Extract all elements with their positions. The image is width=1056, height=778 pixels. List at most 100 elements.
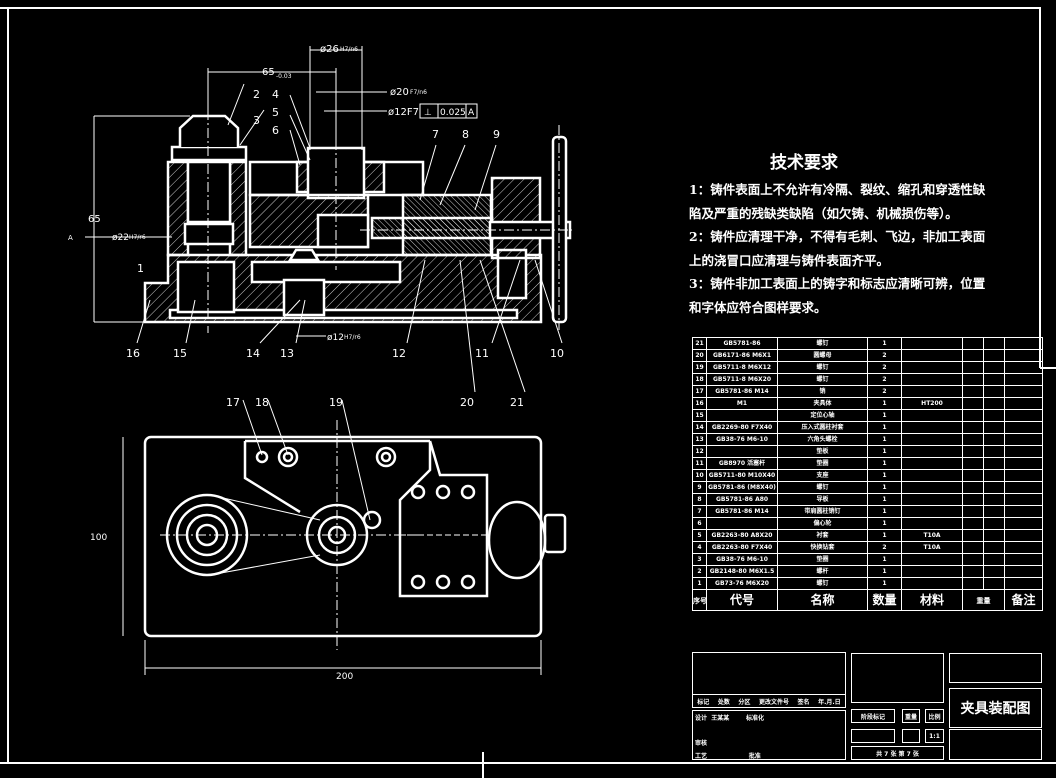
header-remark: 备注: [1004, 589, 1043, 611]
balloon-12: 12: [392, 347, 406, 360]
dim-65: 65: [262, 67, 275, 78]
part-qty: 1: [867, 577, 902, 590]
part-material: [901, 553, 963, 566]
empty-cell: [962, 577, 984, 590]
part-name: 快换钻套: [777, 541, 868, 554]
empty-cell: [983, 493, 1005, 506]
stage-boxes: [851, 729, 895, 743]
empty-cell: [1004, 481, 1043, 494]
empty-cell: [983, 349, 1005, 362]
part-no: 1: [692, 577, 707, 590]
part-material: [901, 421, 963, 434]
empty-cell: [983, 373, 1005, 386]
empty-cell: [1004, 553, 1043, 566]
dim-d20: ø20: [390, 87, 409, 98]
balloon-15: 15: [173, 347, 187, 360]
empty-cell: [962, 457, 984, 470]
part-code: GB5781-86 M14: [706, 385, 778, 398]
part-name: 夹具体: [777, 397, 868, 410]
empty-cell: [1004, 517, 1043, 530]
designer-name: 王某某: [711, 715, 730, 722]
empty-cell: [983, 433, 1005, 446]
empty-cell: [983, 469, 1005, 482]
empty-cell: [983, 361, 1005, 374]
part-no: 17: [692, 385, 707, 398]
part-name: 螺钉: [777, 361, 868, 374]
drawing-title: 夹具装配图: [949, 688, 1042, 728]
part-code: [706, 517, 778, 530]
empty-cell: [1004, 469, 1043, 482]
balloon-21: 19: [329, 396, 343, 409]
part-name: 偏心轮: [777, 517, 868, 530]
part-no: 10: [692, 469, 707, 482]
label-std: 标准化: [745, 715, 764, 722]
empty-cell: [1004, 529, 1043, 542]
company-box: [949, 653, 1042, 683]
empty-cell: [962, 445, 984, 458]
empty-cell: [962, 529, 984, 542]
part-qty: 1: [867, 445, 902, 458]
label-zone: 分区: [738, 698, 751, 706]
empty-cell: [962, 469, 984, 482]
part-code: GB5711-8 M6X12: [706, 361, 778, 374]
empty-cell: [983, 577, 1005, 590]
part-no: 2: [692, 565, 707, 578]
balloon-10: 10: [550, 347, 564, 360]
balloon-7: 7: [432, 128, 439, 141]
part-material: T10A: [901, 541, 963, 554]
dim-d22-fit: H7/r6: [129, 234, 146, 241]
empty-cell: [962, 565, 984, 578]
balloon-5: 5: [272, 106, 279, 119]
part-code: [706, 445, 778, 458]
weight-value: [902, 729, 920, 743]
part-material: [901, 481, 963, 494]
dim-65-tolerance: -0.03: [276, 73, 292, 80]
dim-d22: ø22: [112, 233, 129, 243]
part-qty: 1: [867, 469, 902, 482]
part-code: GB38-76 M6-10: [706, 433, 778, 446]
empty-cell: [962, 541, 984, 554]
empty-cell: [1004, 349, 1043, 362]
part-name: 螺钉: [777, 481, 868, 494]
empty-cell: [983, 385, 1005, 398]
empty-cell: [1004, 397, 1043, 410]
empty-cell: [962, 385, 984, 398]
part-code: GB5781-86: [706, 337, 778, 350]
part-code: GB38-76 M6-10: [706, 553, 778, 566]
datum-a: A: [68, 234, 73, 242]
empty-cell: [1004, 409, 1043, 422]
part-qty: 1: [867, 565, 902, 578]
part-no: 9: [692, 481, 707, 494]
empty-cell: [983, 565, 1005, 578]
requirement-item: 3：铸件非加工表面上的铸字和标志应清晰可辨，位置和字体应符合图样要求。: [689, 276, 986, 315]
empty-cell: [983, 445, 1005, 458]
empty-cell: [1004, 493, 1043, 506]
part-name: 垫圈: [777, 553, 868, 566]
label-stage: 阶段标记: [851, 709, 895, 723]
balloon-1: 1: [137, 262, 144, 275]
header-weight: 重量: [962, 589, 1005, 611]
part-code: GB5711-80 M10X40: [706, 469, 778, 482]
part-no: 14: [692, 421, 707, 434]
scale-value: 1:1: [925, 729, 944, 743]
part-material: [901, 433, 963, 446]
part-material: [901, 517, 963, 530]
label-weight: 重量: [902, 709, 920, 723]
front-section-view: [143, 114, 572, 324]
empty-cell: [1004, 373, 1043, 386]
empty-cell: [1004, 505, 1043, 518]
empty-cell: [1004, 385, 1043, 398]
part-code: GB5781-86 M14: [706, 505, 778, 518]
